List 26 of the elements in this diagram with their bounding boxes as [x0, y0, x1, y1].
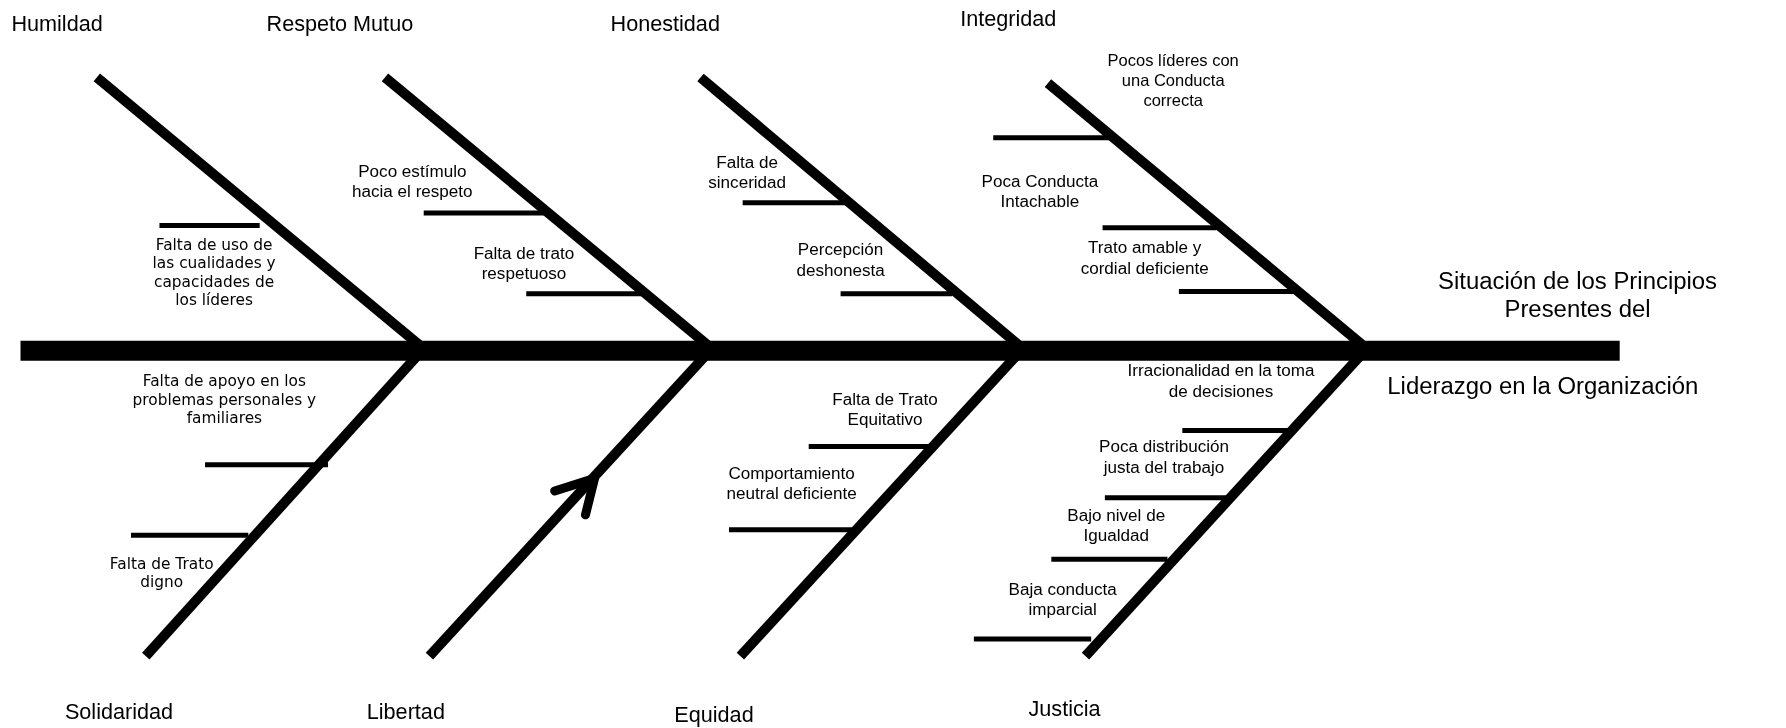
category-label: Humildad: [11, 11, 103, 38]
cause-label: Falta de uso de las cualidades y capacidades de los líderes: [151, 235, 277, 310]
category-label: Justicia: [1028, 695, 1101, 722]
category-label: Integridad: [960, 5, 1057, 32]
cause-label: Pocos líderes con una Conducta correcta: [1106, 51, 1240, 111]
cause-label: Falta de sinceridad: [707, 152, 788, 194]
cause-label: Falta de apoyo en los problemas personales y familiares: [131, 372, 318, 428]
cause-label: Falta de trato respetuoso: [472, 243, 576, 285]
cause-label: Baja conducta imparcial: [1007, 579, 1118, 621]
cause-label: Poca distribución justa del trabajo: [1098, 437, 1231, 479]
effect-label: Situación de los Principios Presentes del: [1437, 266, 1719, 324]
cause-label: Percepción deshonesta: [795, 240, 886, 282]
category-label: Honestidad: [610, 11, 720, 38]
cause-label: Bajo nivel de Igualdad: [1066, 505, 1167, 547]
cause-label: Falta de Trato Equitativo: [831, 389, 939, 431]
category-label: Respeto Mutuo: [266, 11, 414, 38]
cause-label: Irracionalidad en la toma de decisiones: [1126, 361, 1316, 403]
cause-label: Poca Conducta Intachable: [980, 172, 1100, 213]
category-label: Solidaridad: [64, 699, 174, 726]
cause-label: Trato amable y cordial deficiente: [1079, 238, 1210, 279]
category-label: Libertad: [366, 699, 445, 726]
category-label: Equidad: [674, 701, 754, 728]
cause-label: Poco estímulo hacia el respeto: [351, 161, 474, 203]
cause-label: Falta de Trato digno: [108, 554, 215, 592]
effect-label: Liderazgo en la Organización: [1387, 372, 1699, 402]
cause-label: Comportamiento neutral deficiente: [725, 463, 858, 505]
